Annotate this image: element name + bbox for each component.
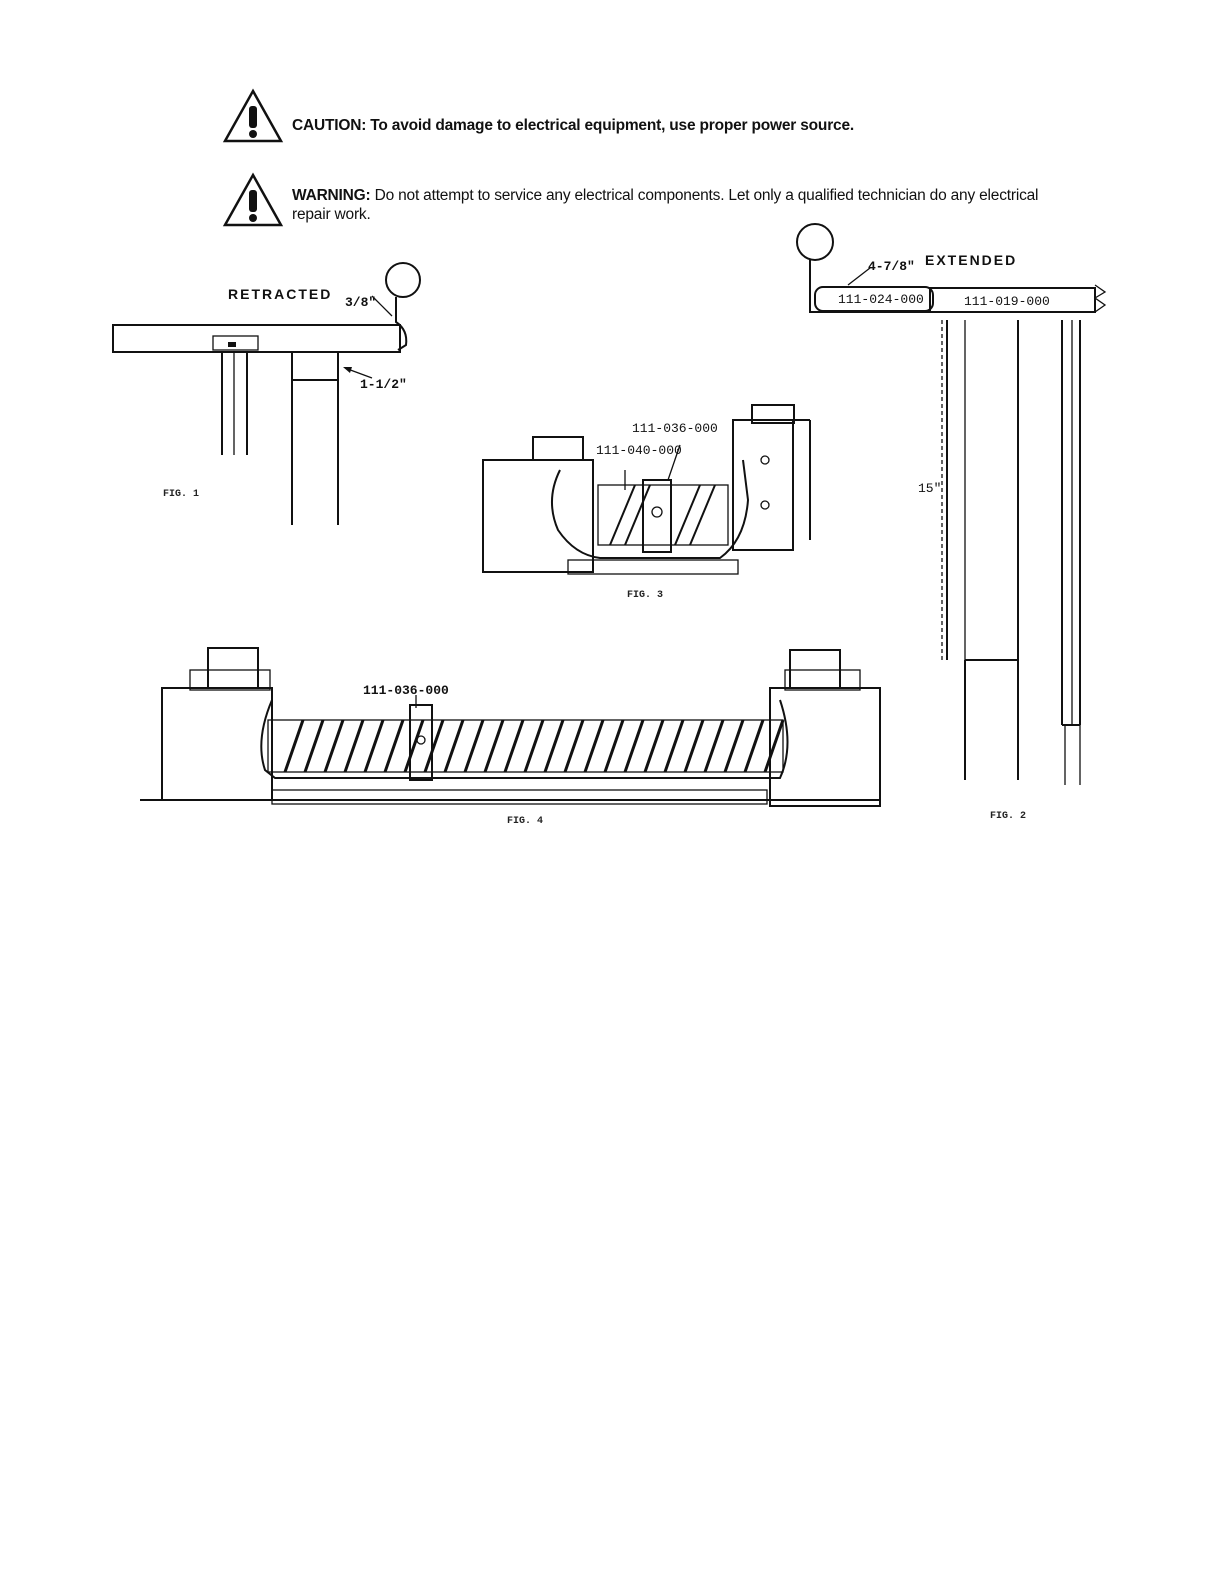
caution-notice: CAUTION: To avoid damage to electrical e… [222,88,982,144]
fig1-drawing [112,262,421,525]
thread-line [743,719,765,773]
thread-line [663,719,685,773]
fig1-dim-top: 3/8" [345,295,376,310]
fig1-caption: FIG. 1 [163,489,199,500]
thread-line [563,719,585,773]
fig4-threads [283,719,785,773]
warning-triangle-icon [222,88,284,143]
fig3-drawing [482,404,811,575]
thread-line [363,719,385,773]
thread-line [403,719,425,773]
figures-drawing: RETRACTED 3/8" 1-1/2" FIG. 1 111-036-000… [112,223,1107,827]
thread-line [603,719,625,773]
thread-line [503,719,525,773]
fig1-retracted-label: RETRACTED [228,286,332,302]
warning-label: WARNING: [292,187,371,204]
fig2-dim-height: 15" [918,481,941,496]
thread-line [523,719,545,773]
thread-line [683,719,705,773]
thread-line [423,719,445,773]
fig1-dim-side: 1-1/2" [360,377,407,392]
thread-line [583,719,605,773]
fig4-caption: FIG. 4 [507,816,543,827]
thread-line [303,719,325,773]
fig2-part-a: 111-024-000 [838,292,924,307]
thread-line [483,719,505,773]
thread-line [283,719,305,773]
warning-text-block: WARNING: Do not attempt to service any e… [292,186,1042,224]
thread-line [343,719,365,773]
fig3-part-b: 111-040-000 [596,443,682,458]
fig2-extended-label: EXTENDED [925,252,1017,268]
caution-text-block: CAUTION: To avoid damage to electrical e… [292,116,854,135]
thread-line [443,719,465,773]
fig2-caption: FIG. 2 [990,811,1026,822]
thread-line [623,719,645,773]
warning-triangle-icon [222,172,284,227]
thread-line [763,719,785,773]
fig2-drawing [796,223,1107,785]
thread-line [723,719,745,773]
warning-text: Do not attempt to service any electrical… [292,187,1039,223]
thread-line [543,719,565,773]
thread-line [383,719,405,773]
fig2-dim-top: 4-7/8" [868,259,915,274]
fig3-part-a: 111-036-000 [632,421,718,436]
fig2-part-b: 111-019-000 [964,294,1050,309]
thread-line [643,719,665,773]
warning-notice: WARNING: Do not attempt to service any e… [222,172,1042,228]
fig4-drawing [140,647,881,807]
fig4-part: 111-036-000 [363,683,449,698]
caution-label: CAUTION: [292,117,367,134]
caution-text: To avoid damage to electrical equipment,… [370,117,854,134]
thread-line [703,719,725,773]
thread-line [463,719,485,773]
thread-line [323,719,345,773]
fig3-caption: FIG. 3 [627,590,663,601]
